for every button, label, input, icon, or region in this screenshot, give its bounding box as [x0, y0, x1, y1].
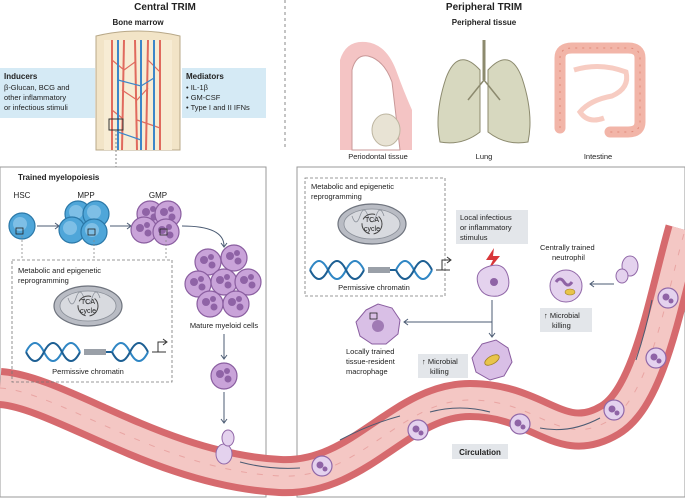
mature-myeloid-label: Mature myeloid cells — [190, 321, 259, 330]
lung-icon — [437, 40, 531, 144]
peripheral-title: Peripheral TRIM — [446, 2, 522, 13]
killing-left-box — [418, 354, 468, 378]
mediators-item: • IL-1β — [186, 83, 209, 92]
peripheral-chromatin-label: Permissive chromatin — [338, 283, 410, 292]
mediators-heading: Mediators — [186, 72, 224, 81]
circulation-badge — [452, 444, 508, 459]
lightning-icon — [486, 248, 500, 272]
bone-marrow-icon — [95, 30, 181, 151]
killing-left-label: killing — [430, 367, 449, 376]
neutrophil-label: Centrally trained — [540, 243, 595, 252]
stimulus-label: or inflammatory — [460, 223, 512, 232]
macrophage-cell — [355, 303, 401, 345]
gmp-cells — [130, 200, 182, 246]
peripheral-tissue-label: Peripheral tissue — [452, 18, 517, 27]
circulating-cell — [645, 347, 667, 369]
peripheral-reprogramming-label: reprogramming — [311, 192, 362, 201]
killing-right-box — [540, 308, 592, 332]
inducers-heading: Inducers — [4, 72, 38, 81]
trained-myelopoiesis-title: Trained myelopoiesis — [18, 173, 100, 182]
macrophage-label: Locally trained — [346, 347, 394, 356]
circulating-cell — [311, 455, 333, 477]
inducers-line: or infectious stimuli — [4, 103, 68, 112]
mature-myeloid-cells — [184, 244, 262, 318]
central-reprogramming-box — [11, 259, 173, 383]
mitochondrion-icon — [53, 285, 123, 327]
circulating-cell — [509, 413, 531, 435]
dna-chromatin-icon — [25, 338, 168, 362]
central-title: Central TRIM — [134, 2, 196, 13]
macrophage-label: tissue-resident — [346, 357, 396, 366]
killing-right-label: ↑ Microbial — [544, 311, 580, 320]
blood-vessel — [0, 224, 685, 497]
extravasating-cell — [215, 429, 235, 465]
central-chromatin-label: Permissive chromatin — [52, 367, 124, 376]
killing-left-label: ↑ Microbial — [422, 357, 458, 366]
neutrophil-label: neutrophil — [552, 253, 585, 262]
circulating-cell — [603, 399, 625, 421]
lung-label: Lung — [476, 152, 493, 161]
gmp-label: GMP — [149, 191, 167, 200]
mediators-item: • GM-CSF — [186, 93, 221, 102]
stimulus-label: Local infectious — [460, 213, 512, 222]
peripheral-reprogramming-box — [304, 177, 446, 297]
macrophage-label: macrophage — [346, 367, 388, 376]
tooth-icon — [340, 41, 412, 151]
mpp-cells — [58, 200, 110, 246]
killing-right-label: killing — [552, 321, 571, 330]
mpp-label: MPP — [77, 191, 94, 200]
periodontal-label: Periodontal tissue — [348, 152, 408, 161]
tca-label: TCA — [81, 299, 95, 306]
intestine-icon — [554, 42, 646, 138]
central-reprogramming-label: Metabolic and epigenetic — [18, 266, 101, 275]
mediators-box — [182, 68, 266, 118]
active-macrophage-cell — [471, 339, 513, 381]
peripheral-reprogramming-label: Metabolic and epigenetic — [311, 182, 394, 191]
peripheral-panel — [296, 166, 685, 498]
stimulus-label: stimulus — [460, 233, 488, 242]
stimulus-box — [456, 210, 528, 244]
inducers-line: other inflammatory — [4, 93, 66, 102]
mitochondrion-icon — [337, 203, 407, 245]
stimulated-cell — [476, 264, 510, 297]
extravasating-cell — [615, 255, 639, 284]
circulating-cell — [407, 419, 429, 441]
trained-myelopoiesis-panel — [0, 166, 267, 498]
central-reprogramming-label: reprogramming — [18, 276, 69, 285]
intestine-label: Intestine — [584, 152, 612, 161]
hsc-label: HSC — [14, 191, 31, 200]
mediators-item: • Type I and II IFNs — [186, 103, 250, 112]
bone-marrow-label: Bone marrow — [112, 18, 164, 27]
myeloid-cell — [210, 362, 238, 390]
circulating-cell — [657, 287, 679, 309]
circulation-label: Circulation — [459, 448, 501, 457]
neutrophil-cell — [549, 269, 583, 303]
inducers-box — [0, 68, 95, 118]
tca-label: cycle — [80, 308, 96, 315]
inducers-line: β-Glucan, BCG and — [4, 83, 70, 92]
tca-label: cycle — [364, 226, 380, 233]
dna-chromatin-icon — [309, 256, 452, 280]
hsc-cell — [8, 212, 36, 240]
tca-label: TCA — [365, 217, 379, 224]
